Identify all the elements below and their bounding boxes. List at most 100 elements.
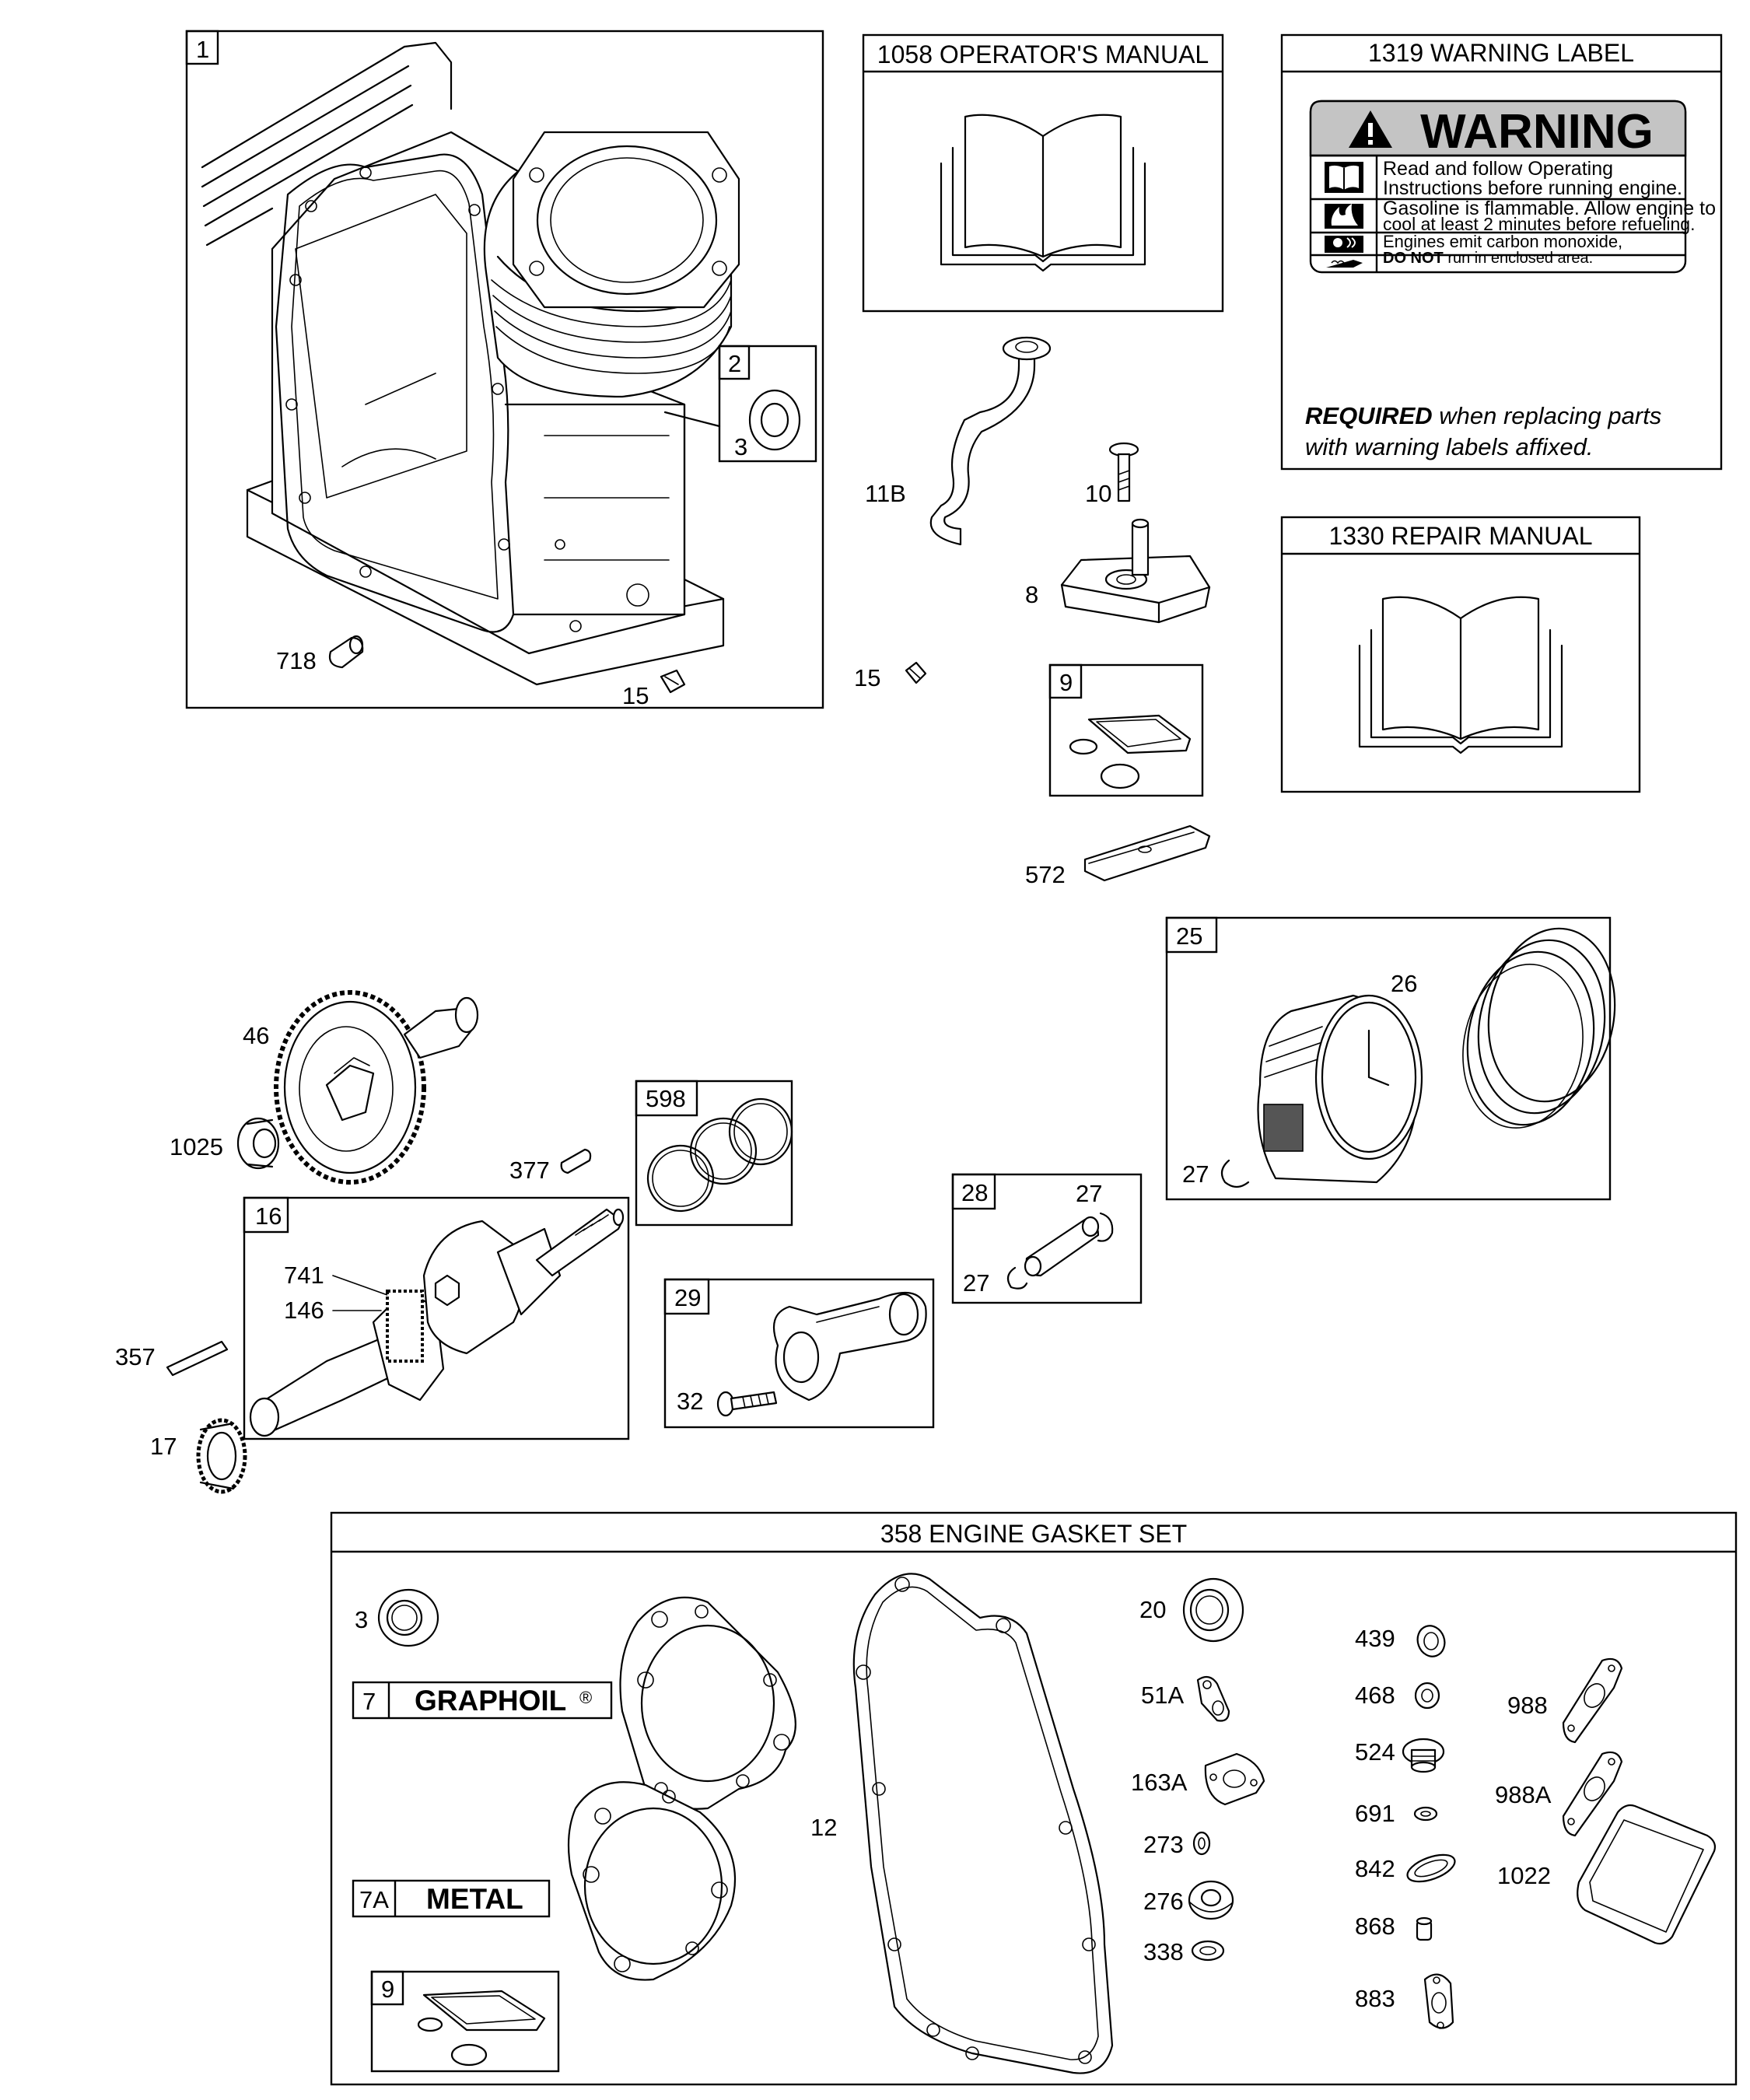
reed-valve-572-icon	[1083, 824, 1211, 882]
part-988a-label: 988A	[1495, 1781, 1552, 1808]
manual-book-icon	[1325, 162, 1363, 193]
person-fumes-icon	[1325, 236, 1363, 253]
fitting-868-icon	[1416, 1916, 1433, 1941]
part-468-label: 468	[1355, 1682, 1395, 1709]
oil-seal-20-icon	[1182, 1577, 1244, 1643]
rings-598-icon	[646, 1097, 793, 1213]
part-524-label: 524	[1355, 1738, 1395, 1766]
plug-15-icon	[660, 669, 686, 694]
crankshaft-icon	[249, 1208, 625, 1437]
part-842-label: 842	[1355, 1855, 1395, 1882]
washer-691-icon	[1413, 1806, 1438, 1822]
engine-block-drawing	[201, 41, 740, 686]
part-8-label: 8	[1025, 581, 1038, 608]
washer-273-icon	[1192, 1831, 1211, 1856]
box-9-tag	[1048, 663, 1083, 699]
box-28	[951, 1173, 1143, 1304]
washer-468-icon	[1414, 1682, 1440, 1710]
graphoil-label: GRAPHOIL	[415, 1685, 566, 1717]
warning-label-group: 1319 WARNING LABEL WARNING	[1280, 33, 1723, 471]
part-439-label: 439	[1355, 1625, 1395, 1652]
box-16	[243, 1196, 630, 1440]
box-598	[635, 1080, 793, 1227]
part-868-label: 868	[1355, 1913, 1395, 1940]
dowel-718-icon	[328, 635, 364, 669]
box-9-label: 9	[1059, 669, 1073, 696]
oil-seal-3-icon	[748, 389, 801, 451]
crankshaft-group: 16 741 146 357 17	[115, 1196, 630, 1494]
metal-label: METAL	[426, 1883, 523, 1915]
engine-block-group: 1	[185, 30, 824, 709]
part-1022-label: 1022	[1497, 1862, 1551, 1889]
part-20-label: 20	[1139, 1596, 1166, 1623]
part-46-label: 46	[243, 1022, 269, 1049]
part-146-label: 146	[284, 1297, 324, 1324]
part-357-label: 357	[115, 1343, 156, 1370]
camshaft-group: 46 1025 377	[170, 990, 592, 1185]
part-15-label: 15	[622, 682, 649, 709]
warning-line-1a: Read and follow Operating	[1383, 158, 1613, 180]
piston-pin-icon	[1024, 1216, 1100, 1277]
box-25-label: 25	[1176, 922, 1202, 950]
part-883-label: 883	[1355, 1985, 1395, 2012]
grommet-276-icon	[1188, 1880, 1234, 1920]
warning-do-not: DO NOT	[1383, 250, 1444, 267]
gasket-988a-icon	[1562, 1751, 1623, 1837]
connecting-rod-icon	[772, 1291, 927, 1402]
piston-rings-26-icon	[1462, 927, 1616, 1129]
crankcase-gasket-12-icon	[852, 1573, 1114, 2074]
part-163a-label: 163A	[1131, 1769, 1188, 1796]
part-3-label: 3	[734, 433, 747, 460]
warning-label-title: 1319 WARNING LABEL	[1368, 39, 1634, 67]
warning-required-line-1: REQUIRED when replacing parts	[1305, 402, 1661, 429]
part-32-label: 32	[677, 1388, 703, 1415]
repair-manual-title: 1330 REPAIR MANUAL	[1328, 522, 1592, 550]
warning-required-line-2: with warning labels affixed.	[1305, 433, 1593, 460]
warning-triangle-icon	[1349, 110, 1392, 148]
breather-gasket-9-icon	[1069, 714, 1192, 789]
box-1-tag	[185, 30, 219, 65]
box-7a-label: 7A	[359, 1886, 389, 1913]
book-icon	[1358, 596, 1563, 754]
warning-line-3b-rest: run in enclosed area.	[1444, 250, 1593, 267]
part-51a-label: 51A	[1141, 1682, 1184, 1709]
box-9b-tag	[370, 1970, 404, 2006]
head-gasket-graphoil-icon	[619, 1596, 796, 1810]
flame-icon	[1325, 204, 1363, 229]
graphoil-registered-mark: ®	[579, 1688, 592, 1707]
warning-line-3b: DO NOT run in enclosed area.	[1383, 250, 1593, 267]
operators-manual-title: 1058 OPERATOR'S MANUAL	[877, 40, 1209, 68]
warning-label-box	[1280, 33, 1723, 471]
piston-icon	[1257, 994, 1423, 1184]
plug-15b-icon	[905, 661, 927, 684]
warning-line-2b: cool at least 2 minutes before refueling…	[1383, 214, 1695, 234]
part-27b-label: 27	[1076, 1180, 1102, 1207]
key-357-icon	[166, 1340, 229, 1377]
connecting-rod-group: 29 32	[663, 1278, 935, 1429]
warning-line-2a: Gasoline is flammable. Allow engine to	[1383, 198, 1716, 219]
box-25-tag	[1165, 916, 1218, 954]
box-2	[718, 345, 817, 463]
box-1-label: 1	[196, 36, 209, 63]
warning-line-1b: Instructions before running engine.	[1383, 177, 1682, 199]
breather-gasket-9b-icon	[417, 1990, 546, 2067]
gasket-163a-icon	[1204, 1752, 1265, 1806]
box-9b-label: 9	[381, 1976, 394, 2003]
warning-heading: WARNING	[1420, 105, 1654, 159]
part-741-label: 741	[284, 1262, 324, 1289]
box-2-tag	[718, 345, 751, 380]
camshaft-gear-icon	[274, 990, 479, 1185]
piston-pin-group: 28 27 27	[951, 1173, 1143, 1304]
washer-439-icon	[1416, 1625, 1446, 1657]
part-15b-label: 15	[854, 664, 880, 691]
engine-block-box	[185, 30, 824, 709]
dipstick-breather-group: 11B 10 8 15 9	[854, 336, 1211, 888]
part-276-label: 276	[1143, 1888, 1184, 1915]
part-691-label: 691	[1355, 1800, 1395, 1827]
washer-338-icon	[1191, 1940, 1225, 1962]
box-28-tag	[951, 1173, 996, 1210]
part-338-label: 338	[1143, 1938, 1184, 1965]
box-598-tag	[635, 1080, 698, 1117]
breather-cover-8-icon	[1060, 518, 1211, 624]
